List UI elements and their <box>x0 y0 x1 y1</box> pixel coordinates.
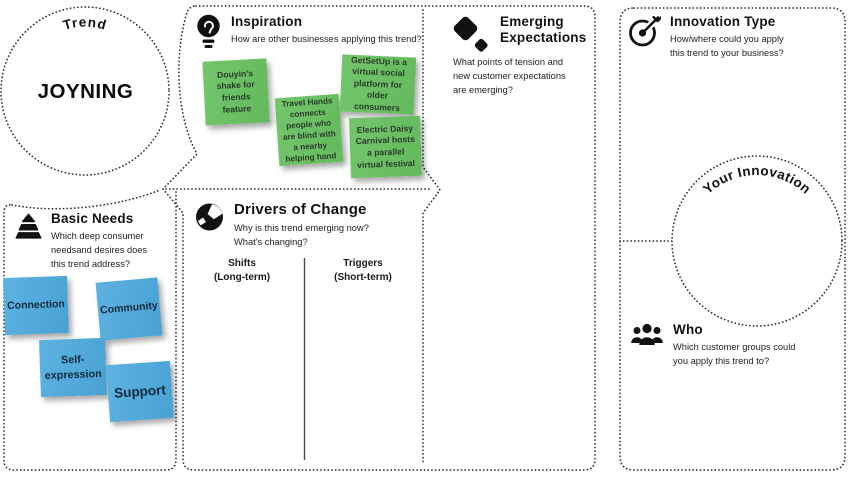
section-basic-needs: Basic Needs Which deep consumer needsand… <box>15 211 147 272</box>
who-subtitle: Which customer groups could you apply th… <box>673 341 796 366</box>
drivers-of-change-title: Drivers of Change <box>234 201 367 218</box>
sticky-note[interactable]: GetSetUp is a virtual social platform fo… <box>339 54 417 115</box>
drivers-of-change-subtitle: Why is this trend emerging now? What's c… <box>234 222 369 247</box>
sticky-note[interactable]: Douyin's shake for friends feature <box>202 58 270 126</box>
sticky-note[interactable]: Community <box>95 277 163 341</box>
basic-needs-subtitle: Which deep consumer needsand desires doe… <box>51 230 148 269</box>
section-inspiration: Inspiration How are other businesses app… <box>195 14 422 50</box>
lightbulb-icon <box>197 14 220 48</box>
emerging-expectations-subtitle: What points of tension and new customer … <box>453 56 566 95</box>
emerging-divider <box>422 9 442 463</box>
column-shifts: Shifts (Long-term) <box>213 258 271 283</box>
middle-region-border <box>161 5 596 471</box>
emerging-expectations-title: Emerging Expectations <box>500 14 587 45</box>
basic-needs-title: Basic Needs <box>51 211 134 226</box>
basic-needs-border <box>3 189 177 471</box>
pyramid-icon <box>15 213 42 239</box>
target-arrow-icon <box>629 15 661 47</box>
right-region-border <box>619 7 846 471</box>
inspiration-subtitle: How are other businesses applying this t… <box>231 33 422 44</box>
section-innovation-type: Innovation Type How/where could you appl… <box>628 14 784 61</box>
section-emerging-expectations: Emerging Expectations What points of ten… <box>451 14 586 98</box>
column-triggers: Triggers (Short-term) <box>334 258 392 283</box>
sticky-note[interactable]: Electric Daisy Carnival hosts a parallel… <box>348 115 423 179</box>
svg-text:Trend: Trend <box>61 15 108 33</box>
sticky-note[interactable]: Self-expression <box>39 337 107 398</box>
section-who: Who Which customer groups could you appl… <box>630 322 795 369</box>
trend-circle <box>0 6 170 176</box>
globe-icon <box>196 203 223 231</box>
sticky-note[interactable]: Travel Hands connects people who are bli… <box>274 93 344 167</box>
your-innovation-circle <box>671 155 843 327</box>
section-drivers-of-change: Drivers of Change Why is this trend emer… <box>194 201 369 250</box>
inspiration-title: Inspiration <box>231 14 303 29</box>
innovation-type-title: Innovation Type <box>670 14 776 29</box>
sticky-note[interactable]: Support <box>106 360 174 423</box>
sticky-note[interactable]: Connection <box>3 275 69 336</box>
trend-label: Trend <box>61 15 107 33</box>
trend-name: JOYNING <box>37 80 134 103</box>
diamonds-icon <box>453 16 488 52</box>
who-title: Who <box>673 322 703 337</box>
people-group-icon <box>631 323 663 345</box>
innovation-type-subtitle: How/where could you apply this trend to … <box>670 33 784 58</box>
